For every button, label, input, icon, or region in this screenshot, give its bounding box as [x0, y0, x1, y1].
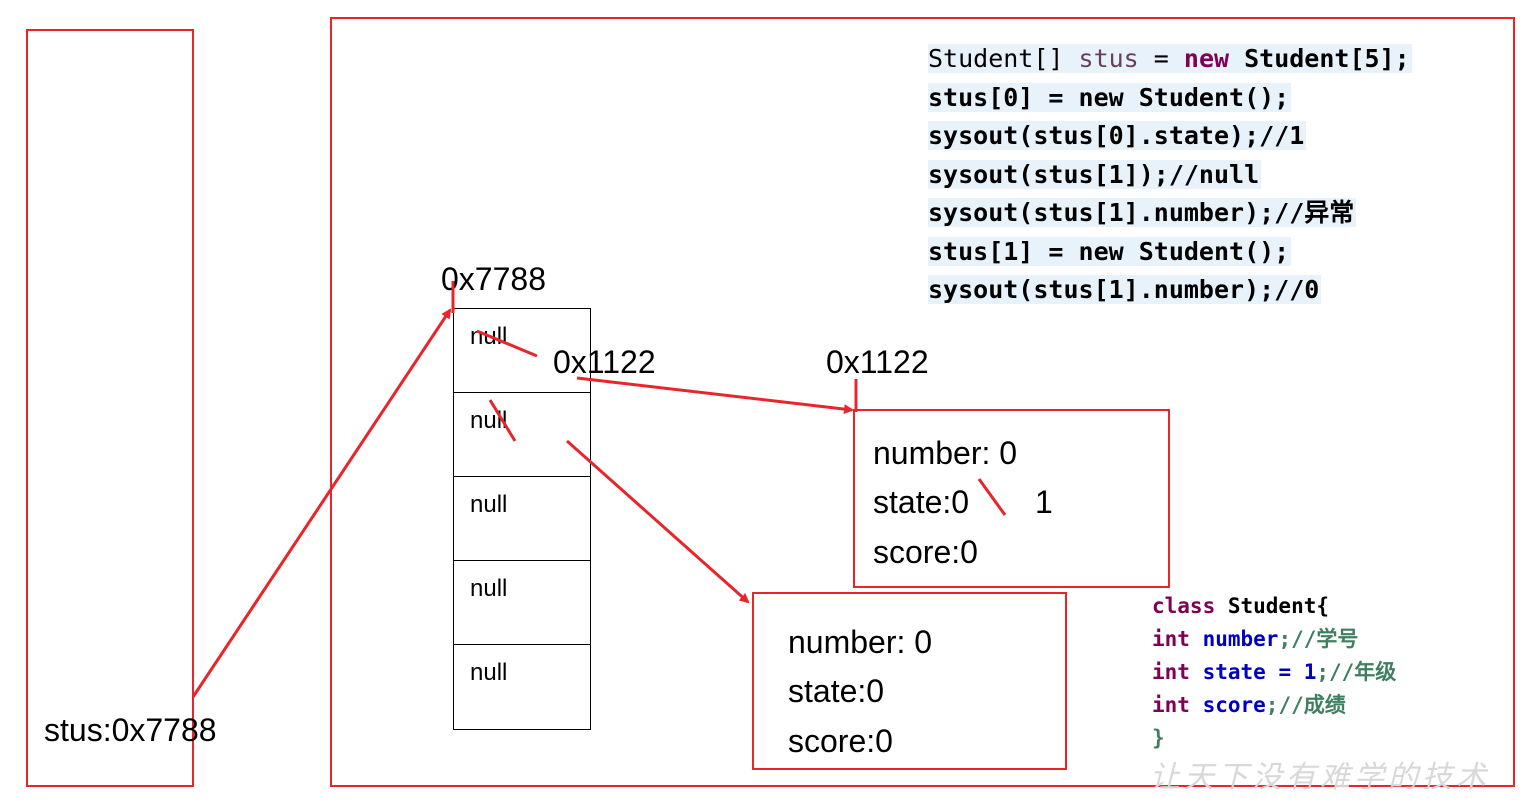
cell1-null-strike: [488, 399, 517, 442]
comment-number: ;//学号: [1278, 627, 1359, 651]
code-line6: stus[1] = new Student();: [928, 236, 1292, 266]
stack-variable-label: stus:0x7788: [44, 712, 217, 748]
comment-score: ;//成绩: [1265, 693, 1346, 717]
code-line3: sysout(stus[0].state);//1: [928, 121, 1307, 150]
arrow-stack-to-array: [191, 308, 452, 698]
code-block: Student[] stus = new Student[5]; stus[0]…: [928, 40, 1412, 310]
object1-state: state:0: [873, 484, 970, 520]
array-address-label: 0x7788: [441, 261, 546, 297]
watermark: 让天下没有难学的技术: [1150, 760, 1490, 795]
array-cell: null: [454, 561, 590, 645]
array-cell: null: [454, 645, 590, 729]
object2-score: score:0: [788, 723, 893, 759]
int-keyword: int: [1152, 627, 1190, 651]
code-line2: stus[0] = new Student();: [928, 82, 1292, 112]
field-number: number: [1189, 627, 1279, 651]
code-line4: sysout(stus[1]);//null: [928, 159, 1262, 189]
code-line1-var: stus: [1078, 44, 1139, 73]
stack-region: [26, 29, 194, 787]
array-cell-value: null: [470, 575, 508, 602]
code-line5: sysout(stus[1].number);//异常: [928, 198, 1357, 227]
object1-box: number: 0 state:0 1 score:0: [853, 409, 1170, 588]
class-keyword: class: [1152, 594, 1216, 618]
object1-score: score:0: [873, 534, 978, 570]
code-line1-part: Student[]: [928, 44, 1079, 73]
object1-state-new: 1: [1035, 484, 1053, 520]
class-definition: class Student{ int number;//学号 int state…: [1152, 590, 1396, 755]
object1-number: number: 0: [873, 435, 1018, 471]
array-cell: null: [454, 477, 590, 561]
int-keyword: int: [1152, 660, 1190, 684]
comment-state: ;//年级: [1316, 660, 1397, 684]
object2-box: number: 0 state:0 score:0: [752, 592, 1067, 770]
object2-number: number: 0: [788, 624, 933, 660]
array-cell-value: null: [470, 491, 508, 518]
heap-region: [330, 17, 1515, 787]
field-state: state = 1: [1189, 660, 1317, 684]
cell0-null-strike: [476, 329, 538, 358]
code-line1-part: =: [1138, 44, 1184, 73]
class-name: Student{: [1215, 594, 1330, 618]
array-box: null null null null null: [453, 308, 591, 730]
arrow-cell0-to-object1: [576, 376, 854, 415]
code-line1-part: Student[5];: [1229, 44, 1410, 73]
cell0-reference-label: 0x1122: [553, 344, 656, 380]
int-keyword: int: [1152, 693, 1190, 717]
code-line1-keyword: new: [1183, 44, 1230, 73]
object1-address-label: 0x1122: [826, 344, 929, 380]
class-close-brace: }: [1152, 726, 1165, 750]
object2-state: state:0: [788, 673, 885, 709]
state-zero-strike: [977, 478, 1007, 516]
code-line7: sysout(stus[1].number);//0: [928, 275, 1322, 304]
arrow-cell1-to-object2: [566, 439, 750, 604]
array-cell-value: null: [470, 659, 508, 686]
field-score: score: [1189, 693, 1266, 717]
